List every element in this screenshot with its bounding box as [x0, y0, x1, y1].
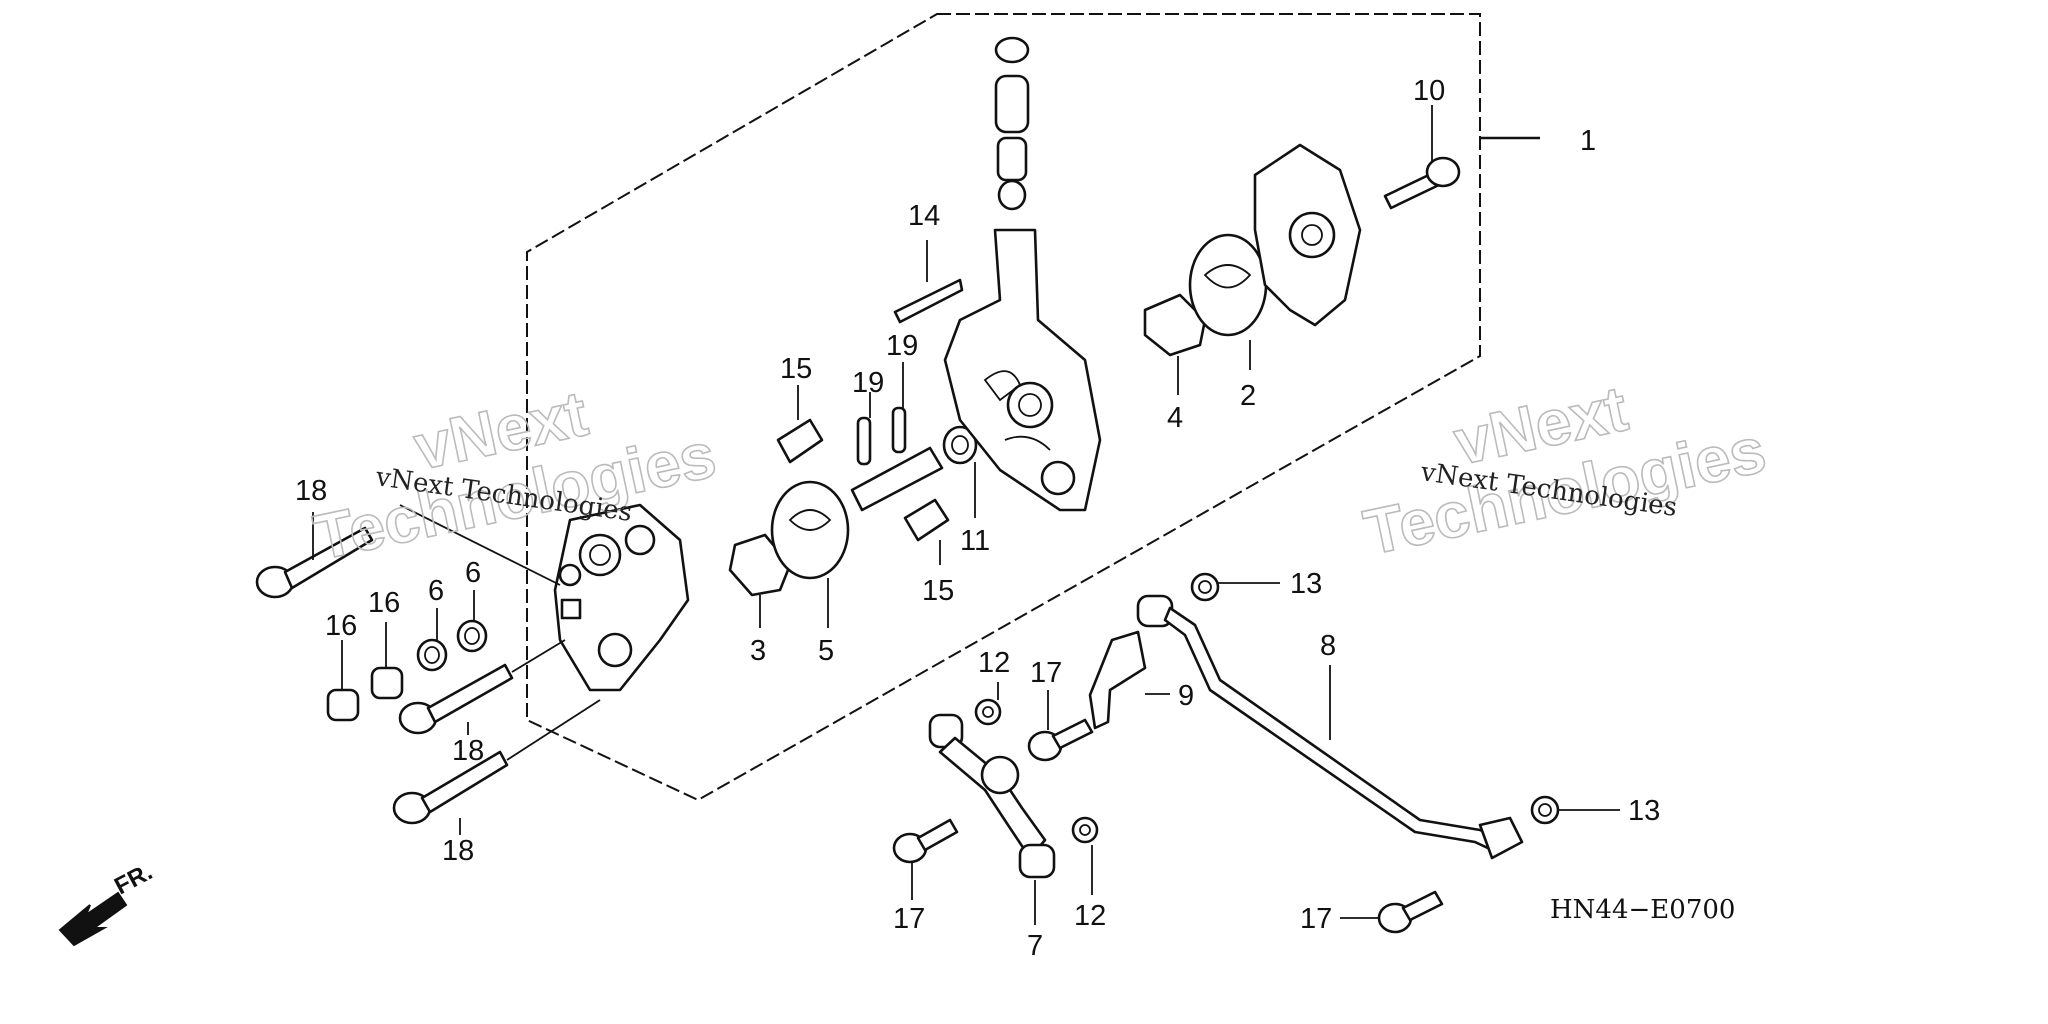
shaft-pin [850, 446, 944, 512]
pin-19-right [891, 406, 907, 454]
bolt-18-middle [398, 663, 514, 735]
callout-8: 8 [1320, 630, 1336, 662]
callout-16-right: 16 [368, 587, 400, 619]
washer-12-upper [974, 698, 1002, 726]
callout-6-right: 6 [465, 557, 481, 589]
diagram-code: HN44−E0700 [1550, 895, 1735, 925]
front-arrow-icon [58, 891, 128, 947]
bolt-10 [1383, 156, 1461, 210]
pipe-8 [1136, 594, 1524, 860]
watermark-right: vNext Technologies vNext Technologies [1357, 371, 1772, 569]
dowel-16-right [370, 666, 404, 700]
washer-11 [942, 425, 978, 465]
relief-valve-tip [997, 179, 1027, 211]
callout-14: 14 [908, 200, 940, 232]
callout-15-lower: 15 [922, 575, 954, 607]
seal-6-left [416, 638, 448, 672]
outer-rotor-2 [1188, 233, 1268, 337]
outer-rotor-5 [770, 480, 850, 580]
callout-6-left: 6 [428, 575, 444, 607]
assembly-frame [526, 13, 1481, 802]
callout-3: 3 [750, 635, 766, 667]
washer-13-lower [1530, 795, 1560, 825]
relief-valve-spring [994, 74, 1030, 134]
callout-12-lower: 12 [1074, 900, 1106, 932]
callout-18-middle: 18 [452, 735, 484, 767]
relief-valve-plunger [996, 136, 1028, 182]
callout-16-left: 16 [325, 610, 357, 642]
dowel-15-lower [903, 498, 950, 542]
callout-11: 11 [960, 525, 990, 557]
callout-5: 5 [818, 635, 834, 667]
callout-17-bottom: 17 [1300, 903, 1332, 935]
callout-1: 1 [1580, 125, 1596, 157]
dowel-16-left [326, 688, 360, 722]
split-pin-14 [893, 278, 964, 324]
bolt-17-left [892, 818, 959, 864]
washer-13-upper [1190, 572, 1220, 602]
callout-18-bottom: 18 [442, 835, 474, 867]
pipe-7 [928, 713, 1056, 879]
callout-17-left: 17 [893, 903, 925, 935]
callout-15-upper: 15 [780, 353, 812, 385]
seal-6-right [456, 619, 488, 653]
pump-body [943, 228, 1102, 512]
washer-12-lower [1071, 816, 1099, 844]
callout-19-right: 19 [886, 330, 918, 362]
callout-2: 2 [1240, 380, 1256, 412]
callout-9: 9 [1178, 680, 1194, 712]
bolt-18-top [255, 526, 374, 599]
callout-13-upper: 13 [1290, 568, 1322, 600]
rear-cover [1253, 143, 1362, 327]
relief-valve-cap [994, 36, 1030, 64]
bolt-18-bottom [392, 750, 509, 825]
bolt-17-middle [1027, 718, 1094, 762]
callout-10: 10 [1413, 75, 1445, 107]
dowel-15-upper [776, 418, 824, 464]
callout-12-upper: 12 [978, 647, 1010, 679]
callout-18-top: 18 [295, 475, 327, 507]
callout-4: 4 [1167, 402, 1183, 434]
bolt-17-bottom [1377, 890, 1444, 934]
leader-lines [312, 105, 1620, 925]
pump-cover [553, 503, 690, 692]
bracket-9 [1088, 630, 1147, 730]
callout-7: 7 [1027, 930, 1043, 962]
pin-19-left [856, 416, 872, 466]
callout-13-lower: 13 [1628, 795, 1660, 827]
callout-17-middle: 17 [1030, 657, 1062, 689]
callout-19-left: 19 [852, 367, 884, 399]
inner-rotor-4 [1143, 293, 1207, 357]
